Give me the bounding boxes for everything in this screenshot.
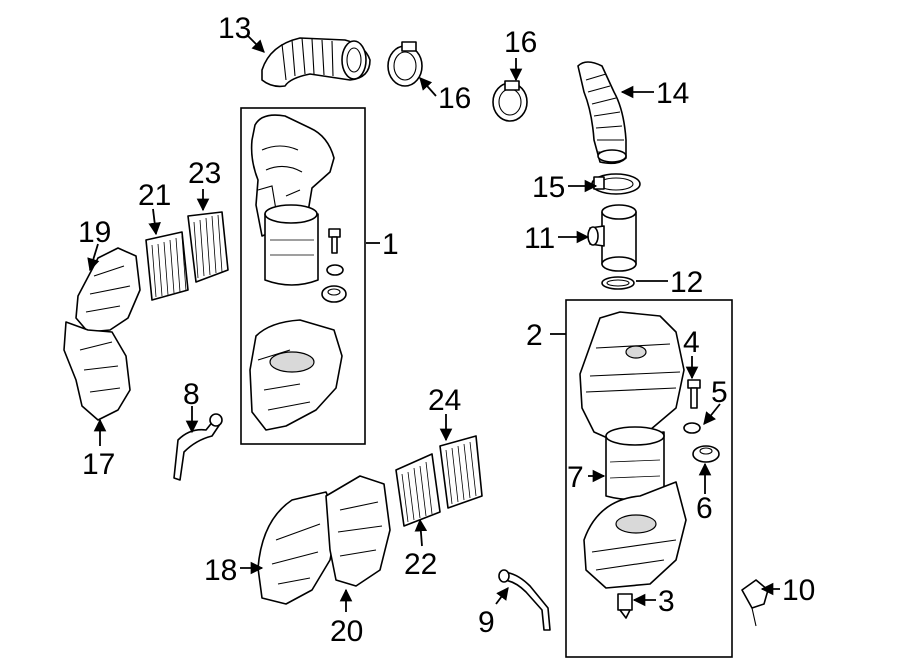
callout-2: 2 bbox=[526, 319, 543, 352]
part-22-filter-element bbox=[395, 453, 441, 527]
assembly-1-frame bbox=[240, 107, 366, 445]
part-7-filter-element bbox=[605, 426, 665, 501]
callout-21: 21 bbox=[138, 179, 171, 212]
callout-16-top: 16 bbox=[504, 26, 537, 59]
part-16-clamp-a bbox=[387, 41, 423, 87]
assembly-2-frame bbox=[565, 299, 733, 658]
callout-16-right: 16 bbox=[438, 82, 471, 115]
leader-lines bbox=[87, 35, 780, 612]
part-20-housing-duct bbox=[325, 475, 391, 587]
callout-8: 8 bbox=[183, 378, 200, 411]
part-1-air-cleaner-lower bbox=[249, 319, 343, 431]
part-11-airflow-meter bbox=[587, 204, 637, 272]
part-8-hose bbox=[173, 413, 223, 481]
callout-17: 17 bbox=[82, 448, 115, 481]
part-15-clamp bbox=[591, 173, 641, 195]
part-19-duct-cover bbox=[75, 247, 141, 333]
callout-4: 4 bbox=[683, 326, 700, 359]
part-23-filter-element bbox=[187, 211, 229, 283]
callout-18: 18 bbox=[204, 554, 237, 587]
part-4-bolt bbox=[687, 379, 701, 409]
part-10-clip bbox=[741, 579, 769, 627]
part-5-grommet bbox=[683, 422, 701, 434]
part-3-drain-valve bbox=[617, 593, 633, 619]
callout-6: 6 bbox=[696, 492, 713, 525]
part-6-grommet bbox=[692, 445, 720, 463]
part-17-lower-duct bbox=[63, 321, 131, 421]
part-14-air-duct bbox=[577, 61, 627, 165]
part-24-filter-element bbox=[439, 435, 483, 509]
part-2-air-cleaner-upper bbox=[579, 311, 685, 441]
callout-3: 3 bbox=[658, 585, 675, 618]
callout-13: 13 bbox=[218, 12, 251, 45]
part-21-filter-element bbox=[145, 231, 189, 301]
callout-20: 20 bbox=[330, 615, 363, 648]
part-2-air-cleaner-lower bbox=[583, 481, 687, 589]
part-1-grommet bbox=[321, 264, 347, 303]
callout-12: 12 bbox=[670, 266, 703, 299]
part-1-air-cleaner-upper bbox=[250, 114, 335, 247]
part-16-clamp-b bbox=[492, 80, 528, 122]
part-9-hose bbox=[498, 569, 551, 631]
callout-1: 1 bbox=[382, 228, 399, 261]
part-13-intake-hose bbox=[261, 37, 371, 88]
callout-10: 10 bbox=[782, 574, 815, 607]
callout-15: 15 bbox=[532, 171, 565, 204]
callout-23: 23 bbox=[188, 157, 221, 190]
callout-22: 22 bbox=[404, 548, 437, 581]
callout-5: 5 bbox=[711, 376, 728, 409]
part-1-bolt bbox=[328, 228, 341, 254]
callout-19: 19 bbox=[78, 216, 111, 249]
callout-14: 14 bbox=[656, 77, 689, 110]
callout-7: 7 bbox=[567, 461, 584, 494]
callout-9: 9 bbox=[478, 606, 495, 639]
part-18-duct-shield bbox=[257, 491, 339, 605]
part-1-filter-element bbox=[264, 204, 319, 286]
part-12-o-ring bbox=[601, 276, 635, 290]
callout-24: 24 bbox=[428, 384, 461, 417]
callout-11: 11 bbox=[524, 222, 555, 255]
